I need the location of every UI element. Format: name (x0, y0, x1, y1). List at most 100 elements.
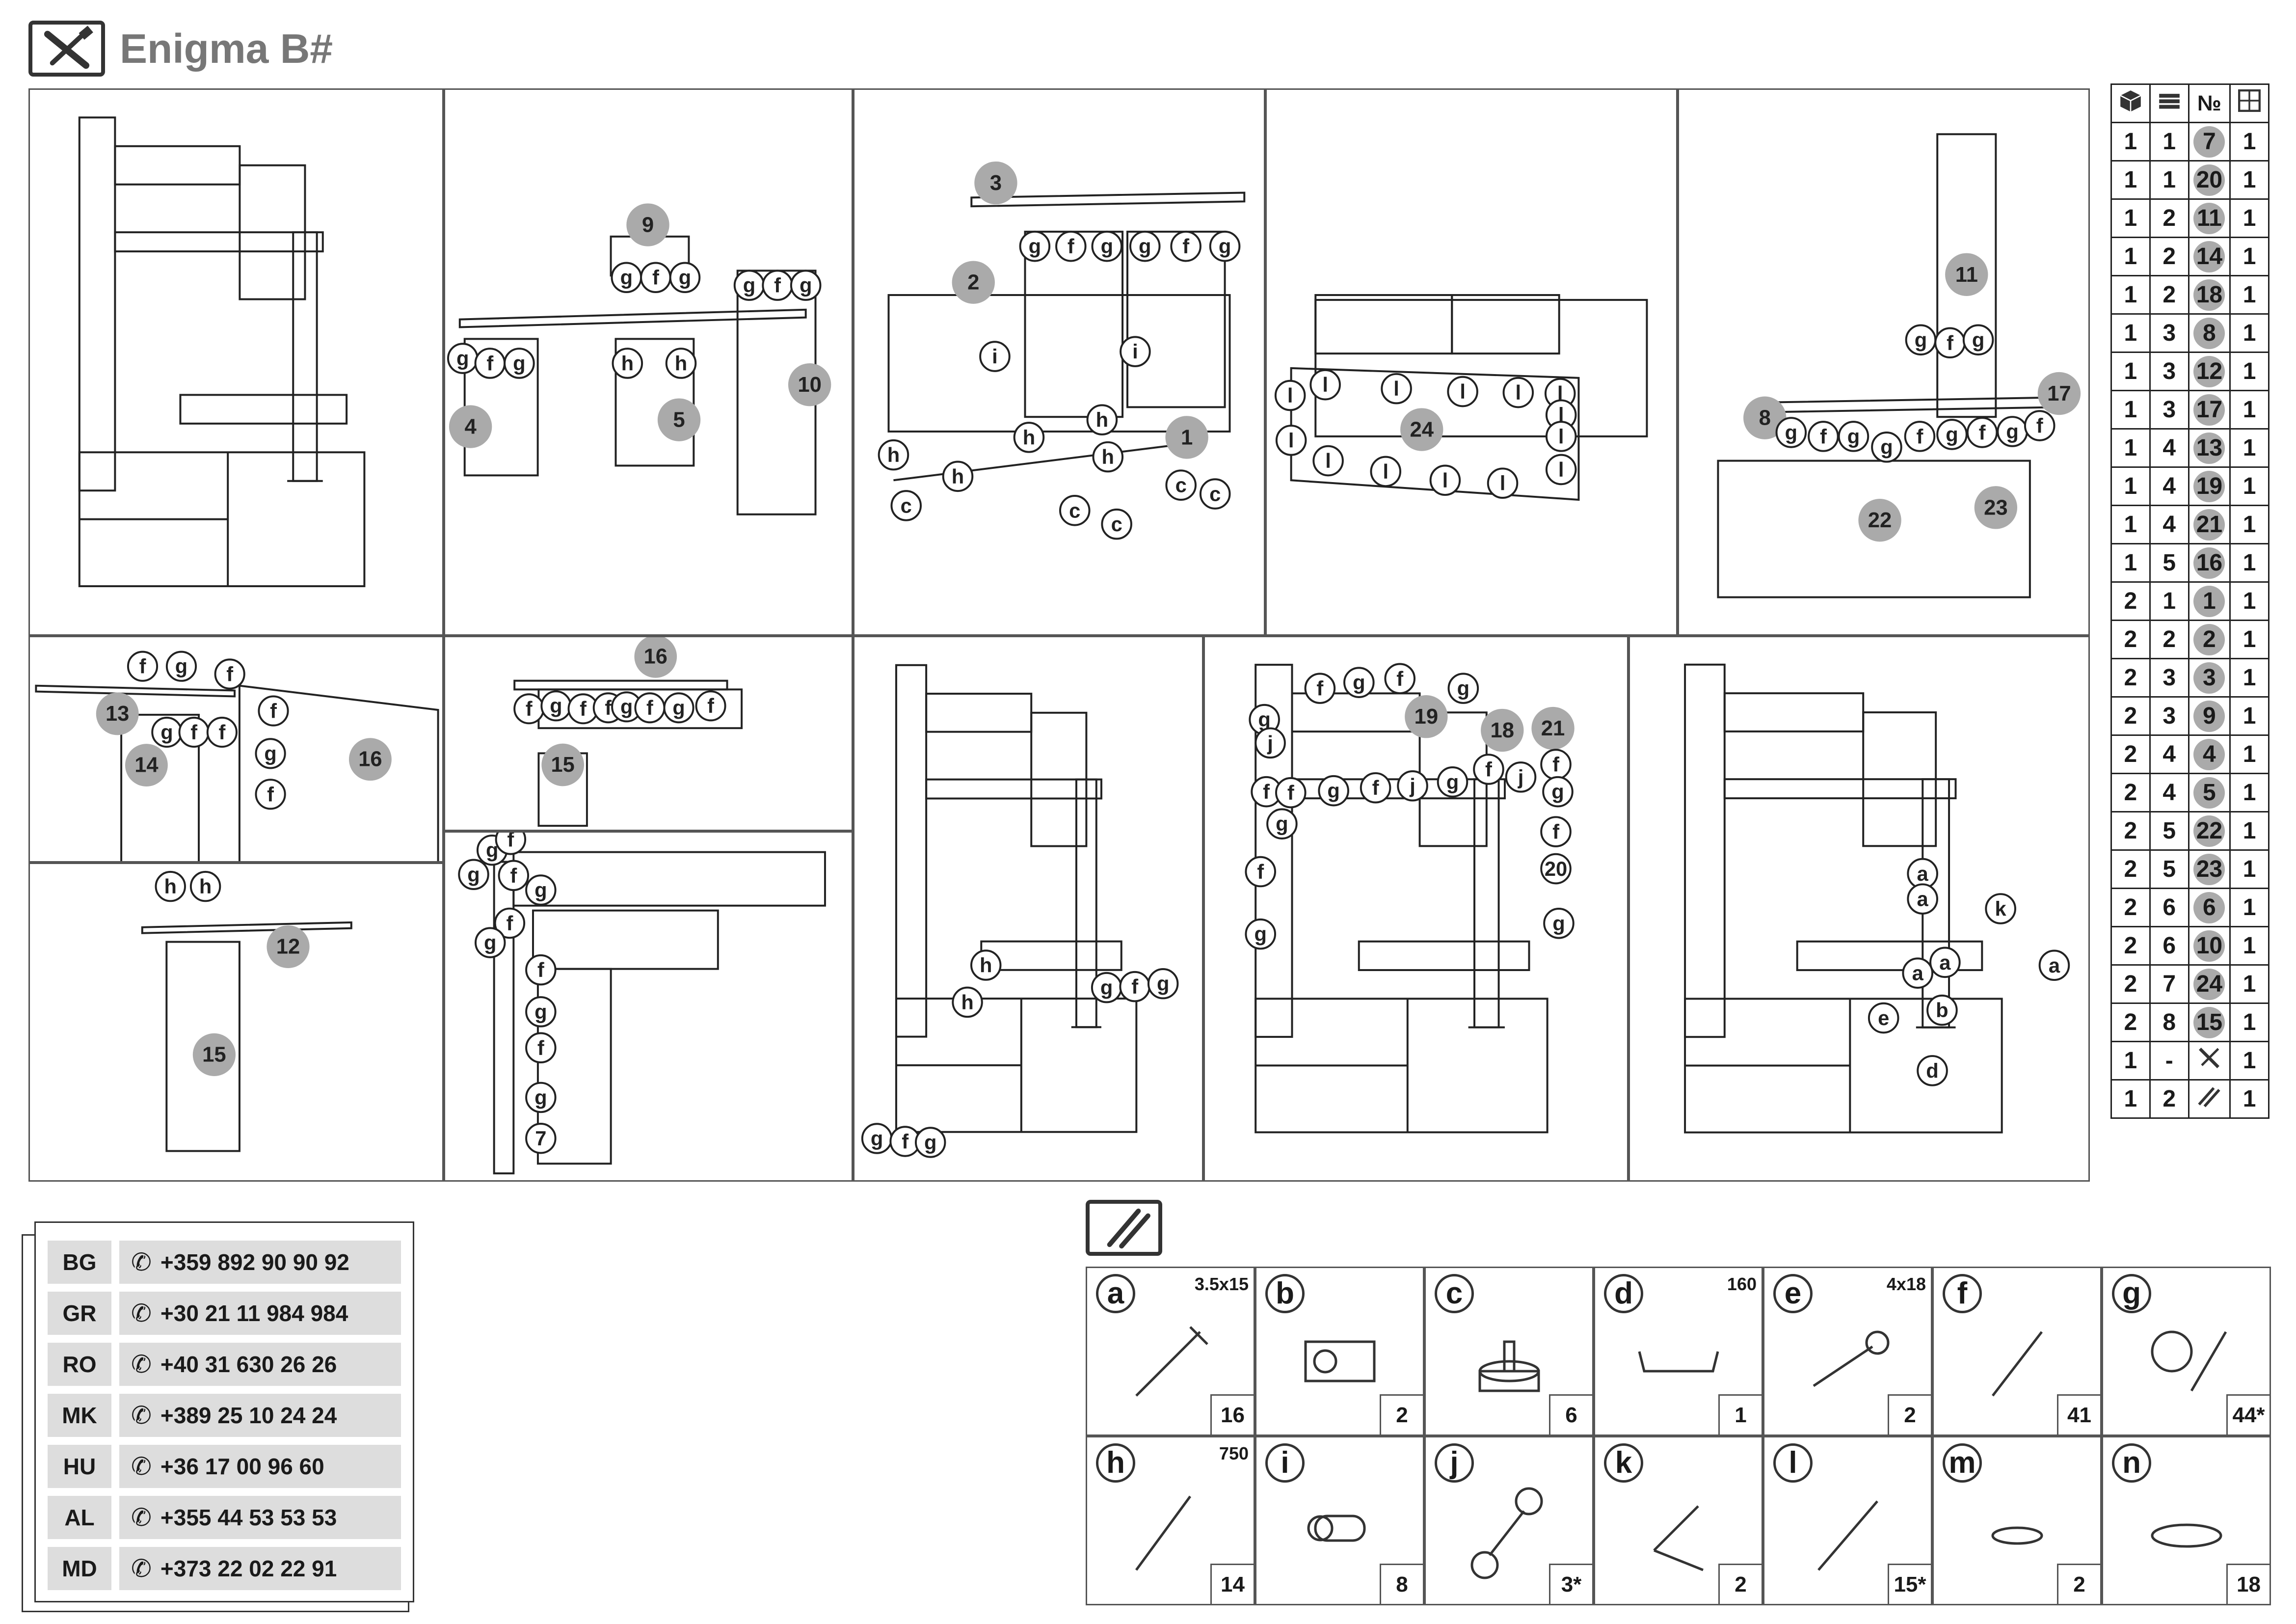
phone-icon: ✆ (131, 1504, 152, 1531)
country-code: GR (48, 1292, 111, 1335)
quantity: 1 (2229, 466, 2269, 506)
parts-row: 1-1 (2110, 1041, 2269, 1081)
phone-row: GR✆+30 21 11 984 984 (48, 1292, 401, 1335)
part-callout-label: g (1353, 671, 1365, 694)
layer-number: 3 (2149, 658, 2189, 698)
part-callout (1405, 695, 1448, 738)
part-callout-label: g (1157, 972, 1169, 995)
hardware-size: 3.5x15 (1194, 1274, 1249, 1294)
part-number-label: 16 (2196, 550, 2223, 576)
part-callout (348, 738, 392, 781)
part-number-label: 1 (2203, 588, 2216, 614)
part-number-label: 24 (2196, 971, 2223, 997)
part-callout-label: f (486, 352, 493, 375)
part-callout (1481, 708, 1524, 752)
part-callout-label: l (1393, 377, 1399, 400)
part-callout (1808, 421, 1839, 452)
hardware-quantity: 3* (1549, 1564, 1592, 1604)
tools-icon (28, 21, 105, 77)
package-number: 1 (2110, 466, 2151, 506)
part-callout (663, 692, 694, 724)
part-number-label: 13 (2196, 435, 2223, 461)
hardware-letter: l (1773, 1443, 1813, 1483)
part-callout (1170, 230, 1201, 262)
part-callout-label: f (580, 698, 587, 720)
package-number: 1 (2110, 122, 2151, 162)
part-callout (541, 743, 585, 786)
part-callout (1360, 772, 1391, 804)
phone-number-cell: ✆+389 25 10 24 24 (119, 1394, 401, 1437)
part-callout-label: f (190, 721, 197, 744)
part-callout (1055, 230, 1087, 262)
part-callout (255, 779, 286, 810)
part-callout-label: 16 (644, 645, 667, 668)
part-callout (1966, 417, 1998, 448)
phone-number-cell: ✆+30 21 11 984 984 (119, 1292, 401, 1335)
hardware-quantity: 2 (1718, 1564, 1762, 1604)
part-callout (1165, 469, 1197, 501)
part-callout-label: g (456, 347, 469, 370)
part-number: 21 (2188, 505, 2231, 544)
part-callout (1743, 396, 1787, 439)
part-callout-label: f (2036, 414, 2043, 437)
part-callout-label: 1 (1181, 425, 1193, 449)
quantity: 1 (2229, 773, 2269, 812)
part-number: 15 (2188, 1002, 2231, 1042)
phone-number: +30 21 11 984 984 (160, 1300, 348, 1326)
hardware-size: 4x18 (1886, 1274, 1926, 1294)
part-callout (634, 637, 677, 678)
part-callout (1447, 376, 1478, 407)
hardware-icon (2188, 1079, 2231, 1119)
hardware-letter: d (1604, 1274, 1643, 1313)
hardware-quantity: 14 (1210, 1564, 1254, 1604)
part-number: 1 (2188, 581, 2231, 621)
part-callout-label: j (1518, 765, 1524, 788)
part-callout-label: c (1111, 513, 1122, 536)
part-callout-label: f (1316, 677, 1323, 700)
cam-lock-icon (2151, 1330, 2227, 1392)
part-callout-label: h (621, 352, 634, 375)
part-callout (1199, 478, 1231, 510)
part-number: 16 (2188, 543, 2231, 583)
part-callout (504, 348, 535, 379)
part-callout-label: c (901, 494, 912, 517)
layer-number: 3 (2149, 696, 2189, 736)
part-callout-label: h (1023, 426, 1035, 449)
part-callout (1929, 947, 1961, 978)
part-callout (1266, 808, 1298, 839)
quantity: 1 (2229, 1041, 2269, 1081)
phone-number-cell: ✆+359 892 90 90 92 (119, 1241, 401, 1284)
part-callout-label: g (1101, 235, 1113, 258)
part-callout-label: f (226, 663, 233, 686)
part-callout (206, 716, 238, 748)
part-callout-label: g (620, 266, 633, 289)
part-number: 11 (2188, 198, 2231, 238)
part-number: 6 (2188, 888, 2231, 927)
layer-number: 2 (2149, 237, 2189, 276)
part-callout-label: f (1068, 235, 1074, 258)
part-callout-label: l (1287, 384, 1293, 407)
part-callout (657, 398, 701, 441)
disc-cap-icon (1991, 1526, 2043, 1545)
part-callout-label: 7 (535, 1127, 546, 1150)
part-callout (890, 490, 922, 521)
layer-number: 1 (2149, 160, 2189, 200)
part-callout-label: f (707, 695, 714, 717)
package-number: 2 (2110, 581, 2151, 621)
quantity: 1 (2229, 198, 2269, 238)
part-number: 7 (2188, 122, 2231, 162)
part-callout-label: f (1917, 425, 1923, 448)
part-callout (2038, 949, 2070, 981)
part-callout-label: 18 (1490, 718, 1514, 742)
quantity: 1 (2229, 1002, 2269, 1042)
hardware-letter: k (1604, 1443, 1643, 1483)
hardware-letter: c (1435, 1274, 1474, 1313)
part-callout (1255, 727, 1286, 759)
